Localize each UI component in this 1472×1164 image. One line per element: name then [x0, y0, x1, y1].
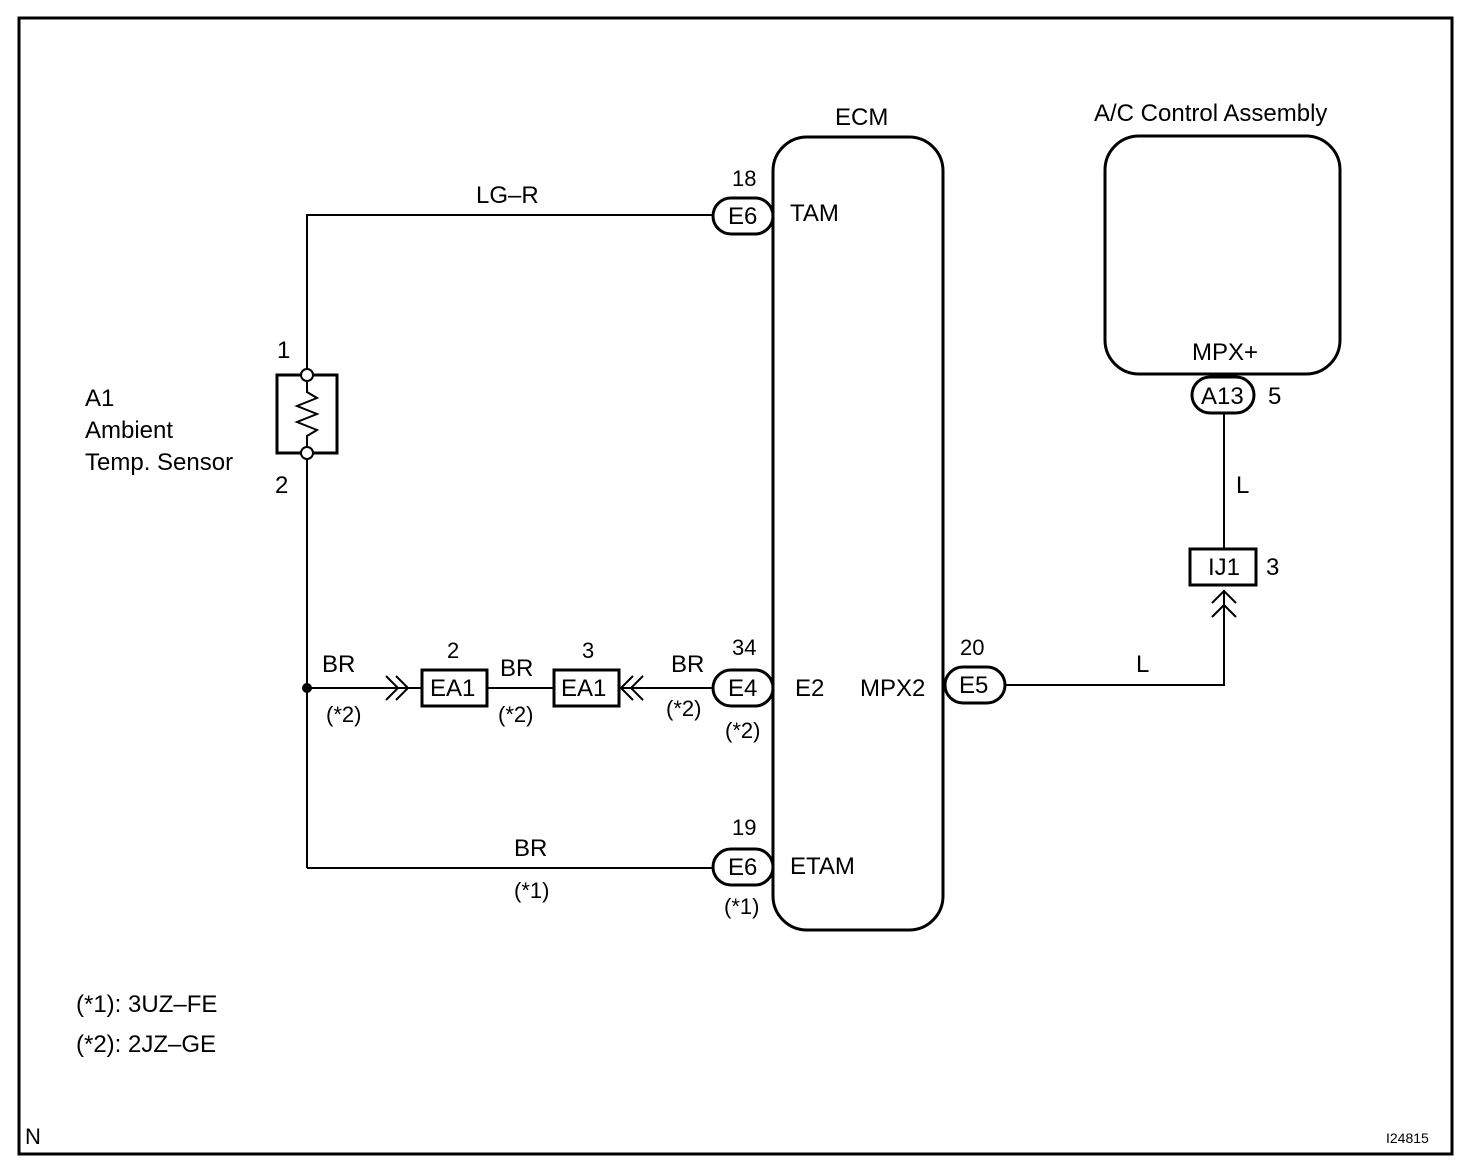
ecm-block — [771, 135, 945, 932]
wire-label-mpx-vertical: L — [1236, 472, 1249, 499]
wire-label-e2-c: BR — [671, 651, 704, 678]
connector-a13-pin: 5 — [1268, 383, 1281, 410]
ecm-title: ECM — [835, 104, 888, 131]
connector-e4-note: (*2) — [725, 718, 760, 743]
corner-mark: N — [25, 1124, 41, 1149]
connector-ij1 — [1188, 547, 1258, 587]
sensor-pin-2: 2 — [275, 472, 288, 499]
connector-ea1-right-pin: 3 — [582, 638, 594, 663]
connector-e6-tam — [711, 196, 775, 236]
connector-e6-etam-pin: 19 — [732, 815, 756, 840]
note-etam-wire: (*1) — [514, 878, 549, 903]
legend-line-1: (*1): 3UZ–FE — [76, 991, 217, 1018]
connector-e5-code: E5 — [959, 672, 988, 699]
connector-e5-pin: 20 — [960, 635, 984, 660]
connector-ea1-left-pin: 2 — [447, 638, 459, 663]
connector-arrow-ij1 — [1211, 589, 1237, 618]
ecm-pin-mpx2: MPX2 — [860, 675, 925, 702]
legend-line-2: (*2): 2JZ–GE — [76, 1031, 216, 1058]
wire-label-mpx-horizontal: L — [1136, 651, 1149, 678]
connector-e4-code: E4 — [728, 675, 757, 702]
wire-label-e2-b: BR — [500, 655, 533, 682]
connector-ea1-right — [552, 668, 621, 708]
connector-arrow-ea1-left — [385, 675, 410, 701]
wire-label-tam: LG–R — [476, 182, 539, 209]
sensor-name-line1: Ambient — [85, 417, 173, 444]
ambient-temp-sensor — [275, 368, 339, 460]
connector-a13 — [1190, 375, 1256, 415]
sensor-pin-1: 1 — [277, 337, 290, 364]
ecm-pin-e2: E2 — [795, 675, 824, 702]
connector-ea1-right-code: EA1 — [561, 675, 606, 702]
connector-arrow-ea1-right — [619, 675, 644, 701]
connector-e6-tam-code: E6 — [728, 203, 757, 230]
connector-ea1-left-code: EA1 — [430, 675, 475, 702]
connector-e4-pin: 34 — [732, 635, 756, 660]
page-frame — [17, 16, 1454, 1156]
wire-label-etam: BR — [514, 835, 547, 862]
sensor-name-line2: Temp. Sensor — [85, 449, 233, 476]
wire-mpx — [1005, 590, 1225, 686]
ecm-pin-tam: TAM — [790, 200, 839, 227]
connector-e4 — [711, 668, 775, 708]
wire-label-e2-a: BR — [322, 651, 355, 678]
figure-id: I24815 — [1386, 1130, 1429, 1146]
ecm-pin-etam: ETAM — [790, 853, 855, 880]
ac-control-block — [1103, 134, 1342, 376]
connector-a13-code: A13 — [1201, 383, 1244, 410]
note-e2-right: (*2) — [666, 696, 701, 721]
sensor-code: A1 — [85, 385, 114, 412]
ac-control-title: A/C Control Assembly — [1094, 100, 1327, 127]
note-e2-middle: (*2) — [498, 702, 533, 727]
connector-ea1-left — [420, 668, 489, 708]
connector-ij1-pin: 3 — [1266, 554, 1279, 581]
connector-e6-etam — [711, 847, 775, 887]
wire-tam — [306, 214, 713, 369]
connector-e5 — [943, 665, 1007, 705]
ac-pin-mpx-plus: MPX+ — [1192, 339, 1258, 366]
connector-e6-etam-code: E6 — [728, 854, 757, 881]
connector-e6-etam-note: (*1) — [724, 894, 759, 919]
connector-ij1-code: IJ1 — [1208, 554, 1240, 581]
note-e2-left: (*2) — [326, 702, 361, 727]
connector-e6-tam-pin: 18 — [732, 166, 756, 191]
